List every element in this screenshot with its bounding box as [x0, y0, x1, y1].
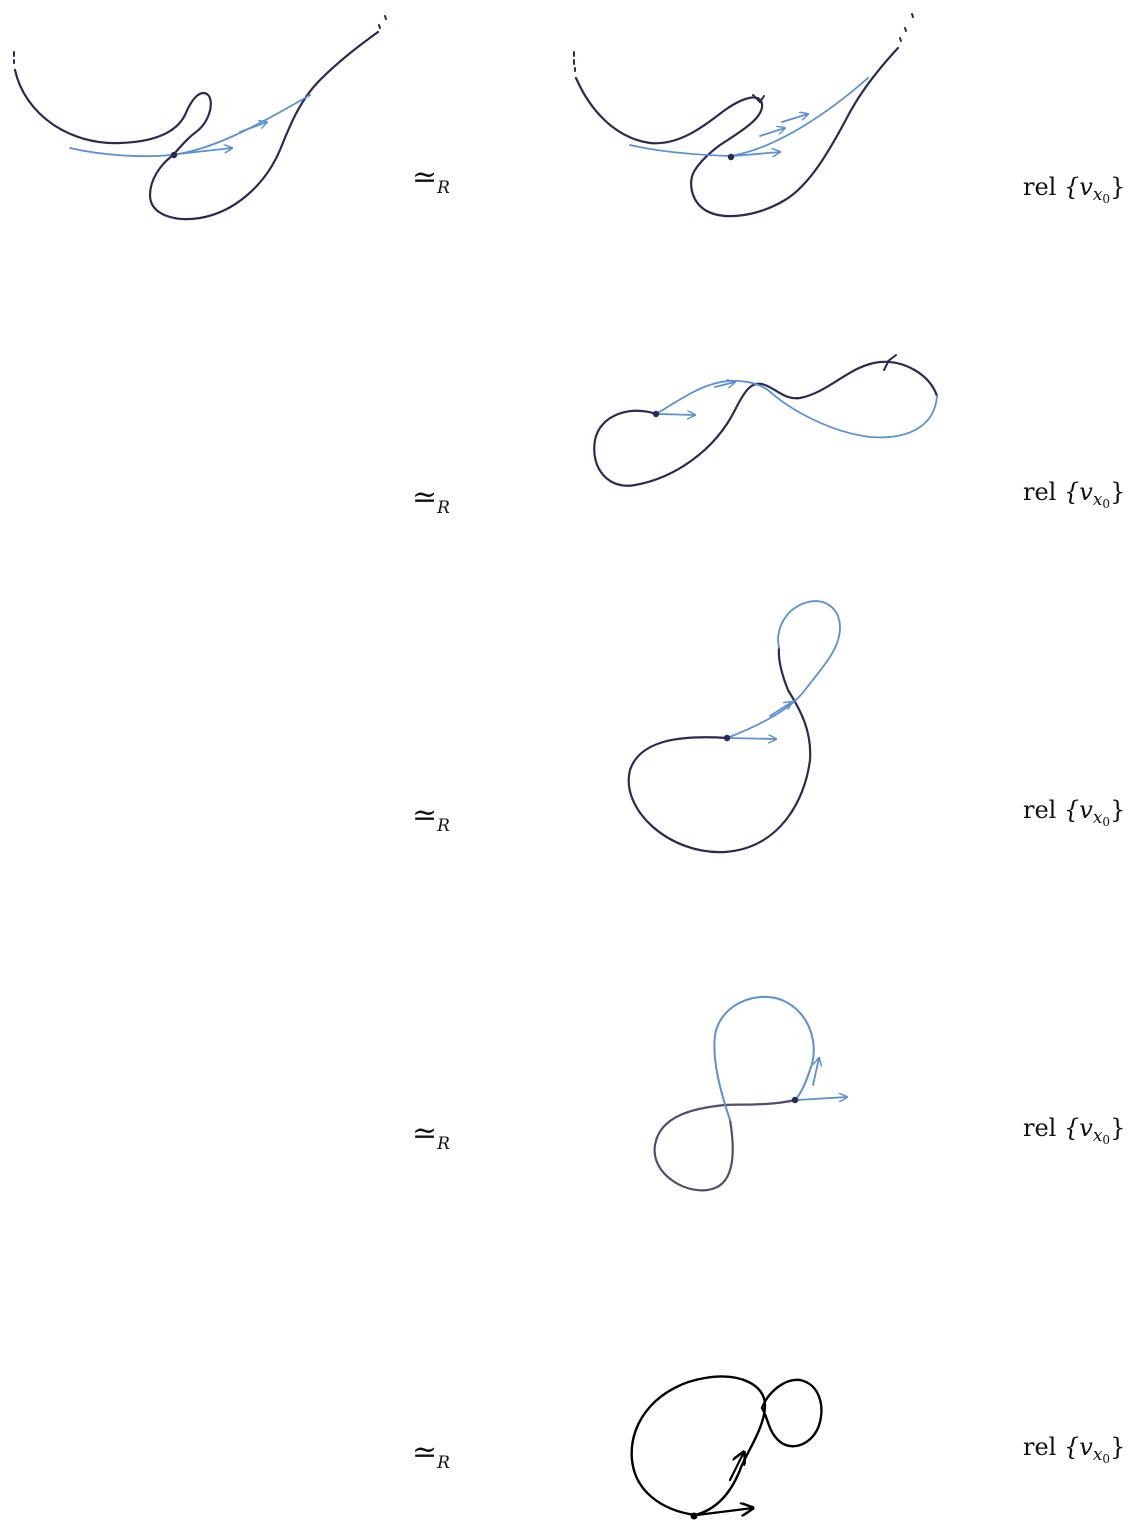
row1-left-basepoint: [170, 151, 178, 159]
row4-arrow-right: [796, 1097, 847, 1100]
row5-arrow-up: [728, 1452, 744, 1482]
row2-rel-label: rel {vx0}: [1023, 478, 1125, 511]
row1-left-dark-arc: [13, 30, 380, 221]
row4-dark-curve: [653, 1098, 797, 1192]
row2-arrow-basepoint: [657, 414, 695, 415]
row1-left-arrow-2: [239, 122, 267, 133]
row3-arrow-basepoint: [728, 738, 776, 739]
row1-right-basepoint: [727, 153, 735, 161]
row1-left-drawing: [13, 15, 387, 221]
row1-left-dots-right: [378, 15, 387, 29]
row4-arrow-up: [812, 1058, 819, 1086]
row3-light-curve: [726, 600, 841, 739]
row1-left-arrow-1: [177, 148, 232, 155]
row4-relation-symbol: ≃R: [412, 1116, 450, 1154]
row2-dark-curve: [593, 360, 939, 487]
row5-arrow-right: [695, 1508, 753, 1515]
row5-rel-label: rel {vx0}: [1023, 1433, 1125, 1466]
row5-small-loop: [760, 1378, 823, 1448]
row3-rel-label: rel {vx0}: [1023, 796, 1125, 829]
row1-right-drawing: [573, 13, 914, 218]
row5-drawing: [630, 1375, 823, 1520]
row1-right-arrow-2: [759, 128, 785, 137]
row4-basepoint: [791, 1096, 799, 1104]
row4-rel-label: rel {vx0}: [1023, 1114, 1125, 1147]
row2-light-curve: [655, 379, 938, 439]
row3-arrow-upper: [769, 702, 792, 717]
row5-main-loop: [630, 1375, 767, 1517]
row1-right-dots-left: [573, 51, 576, 72]
row1-right-loop-arrow: [752, 94, 765, 104]
row1-right-arrow-3: [781, 114, 808, 123]
row1-right-dots-right: [899, 13, 914, 42]
row2-drawing: [593, 354, 939, 487]
row3-dark-curve: [627, 646, 812, 854]
row2-top-tick: [883, 354, 897, 371]
row4-light-curve: [713, 995, 815, 1121]
row4-drawing: [653, 995, 847, 1192]
row2-relation-symbol: ≃R: [412, 480, 450, 518]
row1-rel-label: rel {vx0}: [1023, 173, 1125, 206]
row5-relation-symbol: ≃R: [412, 1435, 450, 1473]
row2-basepoint: [652, 410, 660, 418]
row1-right-arrow-1: [732, 152, 780, 156]
row3-relation-symbol: ≃R: [412, 798, 450, 836]
row3-drawing: [627, 600, 841, 854]
row1-right-dark-arc: [574, 46, 900, 218]
row2-arrow-upper: [714, 382, 735, 387]
row5-basepoint: [690, 1512, 698, 1520]
row1-relation-symbol: ≃R: [412, 160, 450, 198]
row3-basepoint: [723, 734, 731, 742]
